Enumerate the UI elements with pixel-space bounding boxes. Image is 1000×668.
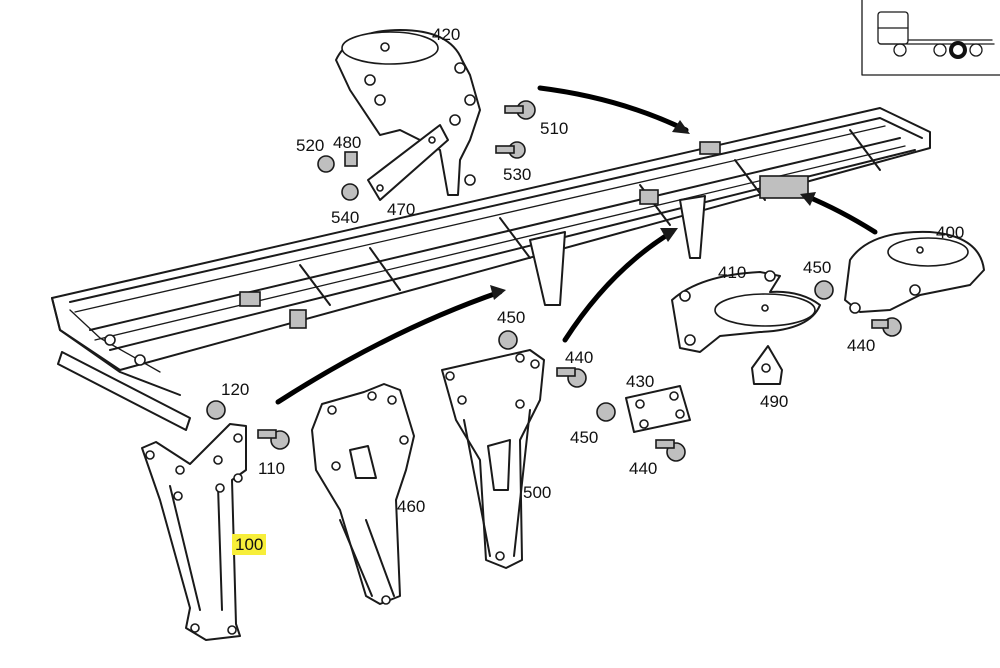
chassis-frame bbox=[51, 107, 931, 431]
assembly-arrows bbox=[275, 85, 878, 405]
callout-440-lower[interactable]: 440 bbox=[629, 459, 658, 478]
part-460-leg-bracket bbox=[311, 383, 415, 605]
part-400-spring-bracket bbox=[814, 230, 985, 337]
part-500-leg-bracket bbox=[441, 349, 545, 569]
callout-400[interactable]: 400 bbox=[936, 223, 965, 242]
callout-450-lower[interactable]: 450 bbox=[570, 428, 599, 447]
callout-450-upper[interactable]: 450 bbox=[497, 308, 526, 327]
fastener-group-mid bbox=[206, 330, 686, 462]
callout-100-highlighted[interactable]: 100 bbox=[232, 534, 267, 555]
callout-530[interactable]: 530 bbox=[503, 165, 532, 184]
part-100-leg-bracket bbox=[141, 423, 247, 641]
callout-460[interactable]: 460 bbox=[397, 497, 426, 516]
callout-120[interactable]: 120 bbox=[221, 380, 250, 399]
callout-490[interactable]: 490 bbox=[760, 392, 789, 411]
truck-locator-inset bbox=[861, 0, 1000, 76]
callout-440-rear[interactable]: 440 bbox=[847, 336, 876, 355]
fastener-group-upper bbox=[317, 100, 536, 201]
part-420-spring-bracket bbox=[335, 29, 481, 196]
callout-110[interactable]: 110 bbox=[258, 459, 286, 478]
part-410-bracket bbox=[671, 270, 821, 353]
callout-470[interactable]: 470 bbox=[387, 200, 416, 219]
callout-410[interactable]: 410 bbox=[718, 263, 747, 282]
callout-430[interactable]: 430 bbox=[626, 372, 655, 391]
callout-480[interactable]: 480 bbox=[333, 133, 362, 152]
part-430-plate bbox=[625, 385, 691, 433]
callout-500[interactable]: 500 bbox=[523, 483, 552, 502]
callout-440-mid[interactable]: 440 bbox=[565, 348, 594, 367]
callout-520[interactable]: 520 bbox=[296, 136, 325, 155]
callout-420[interactable]: 420 bbox=[432, 25, 461, 44]
part-490-clip bbox=[751, 345, 783, 385]
part-470-plate bbox=[367, 124, 449, 201]
highlighted-axle-icon bbox=[949, 41, 967, 59]
callout-450-rear[interactable]: 450 bbox=[803, 258, 832, 277]
callout-540[interactable]: 540 bbox=[331, 208, 360, 227]
callout-510[interactable]: 510 bbox=[540, 119, 569, 138]
